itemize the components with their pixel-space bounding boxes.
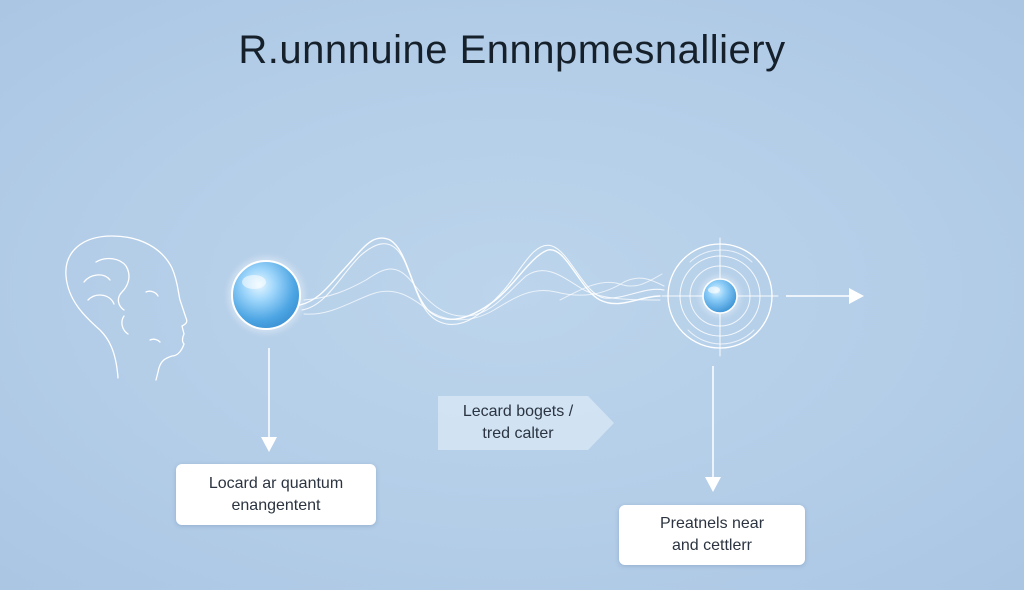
middle-tag-label: Lecard bogets / tred calter — [436, 396, 614, 450]
wave-lines — [299, 237, 665, 325]
middle-tag-line1: Lecard bogets / — [462, 403, 574, 420]
arrow-down-left — [261, 348, 277, 452]
left-label-box: Locard ar quantum enangentent — [176, 464, 376, 525]
right-box-line1: Preatnels near — [659, 515, 765, 532]
right-box-line2: and cettlerr — [671, 537, 753, 554]
arrow-right — [786, 288, 864, 304]
head-profile-icon — [65, 235, 188, 381]
page-title: R.unnnuine Ennnpmesnalliery — [238, 28, 786, 72]
right-label-box: Preatnels near and cettlerr — [619, 505, 805, 565]
sphere-icon — [228, 257, 304, 333]
tag-shape — [438, 396, 614, 450]
left-box-line1: Locard ar quantum — [208, 474, 344, 492]
left-box-line2: enangentent — [231, 496, 321, 514]
arrow-down-right — [705, 366, 721, 492]
middle-tag-line2: tred calter — [482, 425, 554, 442]
target-icon — [661, 237, 779, 357]
